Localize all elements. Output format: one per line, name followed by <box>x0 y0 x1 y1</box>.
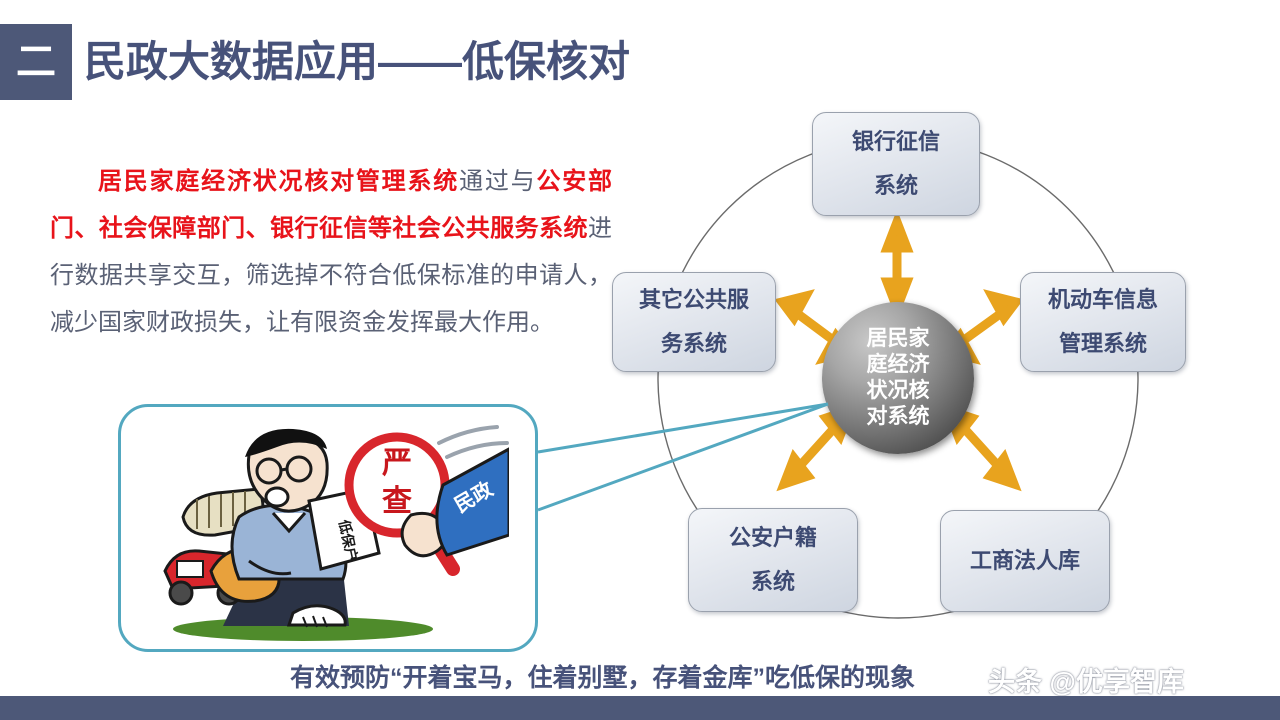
page-title: 民政大数据应用——低保核对 <box>84 38 631 85</box>
arrow-line-other <box>793 309 838 345</box>
diagram-node-vehicle-info[interactable]: 机动车信息 管理系统 <box>1020 272 1186 372</box>
node-police-line1: 公安户籍 <box>728 525 817 550</box>
arrow-head-bank-up <box>880 209 914 253</box>
arrow-line-biz <box>957 421 1005 473</box>
motion-lines <box>437 425 509 459</box>
body-segment-1: 居民家庭经济状况核对管理系统 <box>98 168 460 195</box>
node-vehicle-line2: 管理系统 <box>1058 331 1147 356</box>
diagram-node-police-household[interactable]: 公安户籍 系统 <box>688 508 858 612</box>
body-segment-2: 通过与 <box>459 168 537 195</box>
node-bank-line2: 系统 <box>873 173 918 198</box>
arrow-head-vehicle-out <box>983 289 1024 327</box>
diagram-center-node[interactable]: 居民家 庭经济 状况核 对系统 <box>822 302 974 454</box>
body-segment-4: 进行数据共享交互，筛选掉不符合低保标准的申请人，减少国家财政损失，让有限资金发挥… <box>50 215 612 336</box>
node-police-line2: 系统 <box>750 569 795 594</box>
node-bank-line1: 银行征信 <box>851 129 940 154</box>
arrow-head-biz-out <box>982 448 1022 492</box>
center-line4: 对系统 <box>866 405 930 428</box>
magnifier-label-line1: 严 <box>382 447 412 480</box>
body-segment-3: 公安部门、社会保障部门、银行征信等社会公共服务系统 <box>50 168 613 242</box>
diagram-node-business-registry[interactable]: 工商法人库 <box>940 510 1110 612</box>
section-number-badge: 二 <box>0 24 72 100</box>
villa-roll-lines <box>196 491 246 529</box>
shoe-shape <box>286 604 347 627</box>
glasses-bridge <box>280 467 288 472</box>
shoe-lines <box>302 615 328 628</box>
hair-shape <box>245 428 327 457</box>
node-other-line1: 其它公共服 <box>638 287 749 312</box>
arrow-head-bank-down <box>880 277 914 321</box>
node-other-line2: 务系统 <box>660 331 727 356</box>
arrow-head-other-out <box>774 289 815 327</box>
arm-line <box>248 559 292 576</box>
center-line1: 居民家 <box>866 327 930 350</box>
illustration-frame: 低保户 严 查 民政 <box>118 404 538 652</box>
slide-header: 二 民政大数据应用——低保核对 <box>0 0 1280 110</box>
node-vehicle-line1: 机动车信息 <box>1047 287 1158 312</box>
watermark-label: 头条 @优享智库 <box>988 667 1184 697</box>
collar-shape <box>271 512 307 534</box>
cycle-diagram: 银行征信 系统 其它公共服 务系统 机动车信息 管理系统 公安户籍 系统 工商法… <box>590 96 1230 636</box>
cartoon-illustration: 低保户 严 查 民政 <box>153 421 509 641</box>
slide-caption: 有效预防“开着宝马，住着别墅，存着金库”吃低保的现象 <box>290 664 916 692</box>
center-line3: 状况核 <box>866 379 930 402</box>
diagram-node-other-public-services[interactable]: 其它公共服 务系统 <box>612 272 776 372</box>
arrow-line-vehicle <box>959 309 1005 345</box>
glasses-left <box>255 457 283 485</box>
cartoon-svg: 低保户 严 查 民政 <box>163 425 509 641</box>
arrow-line-police <box>793 421 841 473</box>
sleeve-shape <box>435 447 509 557</box>
body-paragraph: 居民家庭经济状况核对管理系统通过与公安部门、社会保障部门、银行征信等社会公共服务… <box>50 158 612 346</box>
mouth-shape <box>264 486 290 508</box>
center-line2: 庭经济 <box>866 353 930 376</box>
diagram-node-bank[interactable]: 银行征信 系统 <box>812 112 980 216</box>
node-biz-line1: 工商法人库 <box>969 548 1080 573</box>
magnifier-label-line2: 查 <box>382 485 412 518</box>
car-window <box>176 560 204 578</box>
bottom-bar <box>0 696 1280 720</box>
car-wheel-left <box>168 580 194 606</box>
